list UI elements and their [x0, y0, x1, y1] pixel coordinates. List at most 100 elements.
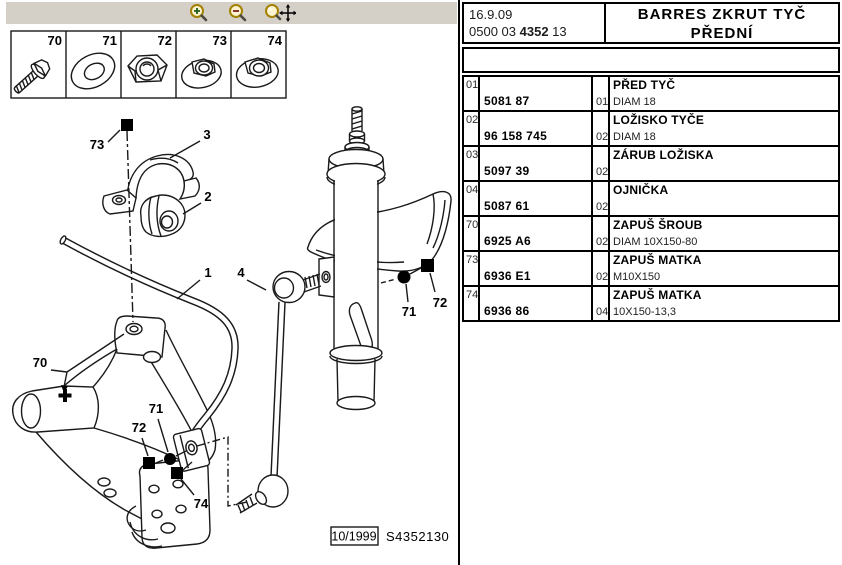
flange-nut-icon: [180, 58, 222, 89]
washer-icon: [70, 52, 116, 90]
diagram-month: 10/1999: [331, 530, 376, 544]
callouts: 73 3 2 1 4 71 72 70 71 72: [33, 119, 447, 511]
part-name: OJNIČKA: [613, 183, 669, 197]
description-cell: ZAPUŠ MATKA 10X150-13,3: [610, 287, 838, 320]
control-arm: [11, 315, 217, 549]
header-spacer-box: [462, 47, 840, 73]
part-number-cell: 6936 86: [480, 287, 593, 320]
ref-cell: 03: [464, 147, 480, 180]
marker-circle-71-arm: [164, 453, 176, 465]
part-number-cell: 5097 39: [480, 147, 593, 180]
bar-bushing: [139, 194, 186, 238]
table-row[interactable]: 03 5097 39 02 ZÁRUB LOŽISKA: [464, 147, 838, 182]
exploded-parts-diagram: 70 71 72 73 74: [10, 30, 452, 549]
bar-clamp: [102, 153, 200, 215]
legend-ref-72: 72: [158, 33, 172, 48]
page-title-line1: BARRES ZKRUT TYČ: [637, 6, 807, 23]
ref-cell: 73: [464, 252, 480, 285]
part-spec: DIAM 18: [613, 131, 656, 143]
drop-link: [235, 270, 322, 514]
header-meta: 16.9.09 0500 03 4352 13: [464, 4, 606, 42]
description-cell: ZAPUŠ ŠROUB DIAM 10X150-80: [610, 217, 838, 250]
zoom-in-button[interactable]: [186, 3, 212, 23]
marker-circle-71: [397, 270, 411, 284]
description-cell: LOŽISKO TYČE DIAM 18: [610, 112, 838, 145]
marker-square-73: [121, 119, 133, 131]
bar-end-plate: [172, 427, 211, 472]
header-date: 16.9.09: [469, 7, 513, 22]
part-name: PŘED TYČ: [613, 78, 676, 92]
ref-cell: 01: [464, 77, 480, 110]
description-cell: OJNIČKA: [610, 182, 838, 215]
callout-70: 70: [33, 355, 47, 370]
table-row[interactable]: 74 6936 86 04 ZAPUŠ MATKA 10X150-13,3: [464, 287, 838, 320]
part-name: ZAPUŠ MATKA: [613, 288, 702, 302]
anti-roll-bar: [59, 235, 239, 447]
page-header: 16.9.09 0500 03 4352 13 BARRES ZKRUT TYČ…: [462, 2, 840, 44]
part-number-cell: 6925 A6: [480, 217, 593, 250]
legend-ref-73: 73: [213, 33, 227, 48]
part-spec: M10X150: [613, 271, 661, 283]
ref-cell: 74: [464, 287, 480, 320]
page-title: BARRES ZKRUT TYČ PŘEDNÍ: [606, 4, 838, 42]
marker-square-74-arm: [171, 467, 183, 479]
callout-72-strut: 72: [433, 295, 447, 310]
drawing-number: S4352130: [386, 529, 449, 544]
part-spec: DIAM 18: [613, 96, 656, 108]
part-number-cell: 5081 87: [480, 77, 593, 110]
header-code: 0500 03 4352 13: [469, 24, 567, 39]
table-row[interactable]: 73 6936 E1 02 ZAPUŠ MATKA M10X150: [464, 252, 838, 287]
part-spec: [613, 213, 838, 215]
description-cell: PŘED TYČ DIAM 18: [610, 77, 838, 110]
ref-cell: 04: [464, 182, 480, 215]
part-spec: 10X150-13,3: [613, 306, 676, 318]
part-number-cell: 6936 E1: [480, 252, 593, 285]
table-row[interactable]: 02 96 158 745 02 LOŽISKO TYČE DIAM 18: [464, 112, 838, 147]
qty-cell: 02: [593, 182, 610, 215]
parts-table: 01 5081 87 01 PŘED TYČ DIAM 18 02 96 158…: [462, 75, 840, 322]
callout-73: 73: [90, 137, 104, 152]
part-name: ZAPUŠ ŠROUB: [613, 218, 703, 232]
qty-cell: 02: [593, 112, 610, 145]
callout-2: 2: [204, 189, 211, 204]
lock-nut-icon: [127, 54, 168, 83]
table-row[interactable]: 04 5087 61 02 OJNIČKA: [464, 182, 838, 217]
zoom-out-icon: [229, 4, 247, 22]
part-name: LOŽISKO TYČE: [613, 113, 705, 127]
fastener-legend: 70 71 72 73 74: [10, 30, 287, 99]
table-row[interactable]: 01 5081 87 01 PŘED TYČ DIAM 18: [464, 77, 838, 112]
table-row[interactable]: 70 6925 A6 02 ZAPUŠ ŠROUB DIAM 10X150-80: [464, 217, 838, 252]
strut-assembly: [306, 106, 452, 411]
part-number-cell: 96 158 745: [480, 112, 593, 145]
part-spec: DIAM 10X150-80: [613, 236, 698, 248]
panel-divider: [458, 0, 460, 565]
legend-ref-74: 74: [268, 33, 283, 48]
toolbar: [6, 2, 457, 24]
legend-ref-70: 70: [48, 33, 62, 48]
qty-cell: 02: [593, 217, 610, 250]
ref-cell: 70: [464, 217, 480, 250]
projection-lines: [126, 130, 397, 507]
zoom-out-button[interactable]: [225, 3, 251, 23]
qty-cell: 02: [593, 252, 610, 285]
toolbar-icons: [186, 2, 296, 24]
diagram-footer: 10/1999 S4352130: [330, 526, 449, 546]
description-cell: ZAPUŠ MATKA M10X150: [610, 252, 838, 285]
legend-ref-71: 71: [103, 33, 117, 48]
zoom-in-icon: [190, 4, 208, 22]
callout-4: 4: [237, 265, 245, 280]
part-name: ZAPUŠ MATKA: [613, 253, 702, 267]
page-title-line2: PŘEDNÍ: [690, 25, 754, 42]
zoom-pan-button[interactable]: [264, 3, 296, 23]
callout-74: 74: [194, 496, 209, 511]
callout-1: 1: [204, 265, 211, 280]
zoom-pan-icon: [265, 4, 296, 22]
part-name: ZÁRUB LOŽISKA: [613, 148, 714, 162]
qty-cell: 01: [593, 77, 610, 110]
marker-square-72-arm: [143, 457, 155, 469]
marker-cross-70: [58, 389, 72, 402]
ref-cell: 02: [464, 112, 480, 145]
qty-cell: 04: [593, 287, 610, 320]
marker-square-72: [421, 259, 434, 272]
